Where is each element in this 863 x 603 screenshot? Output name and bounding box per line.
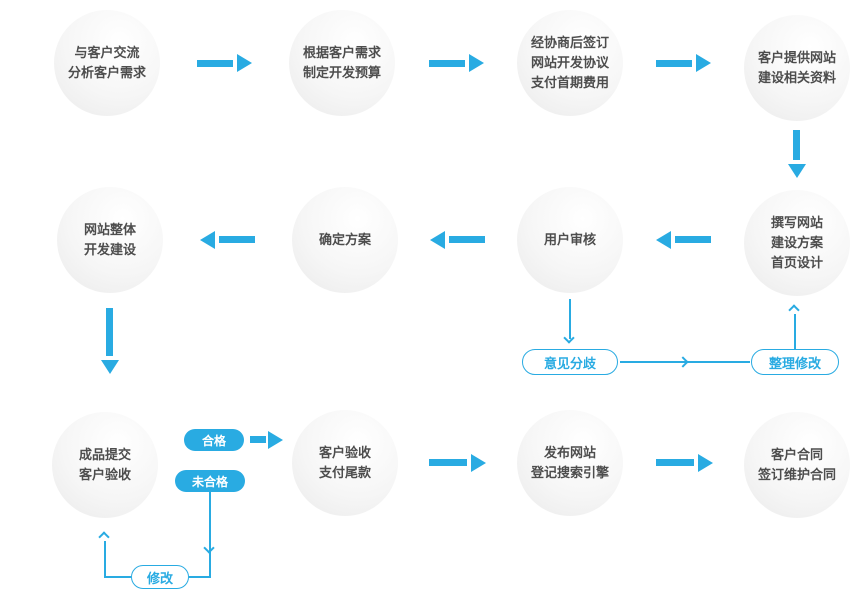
tag-label: 意见分歧 [543, 355, 596, 371]
flow-arrowhead-right [469, 54, 484, 72]
node-label: 经协商后签订 网站开发协议 支付首期费用 [531, 33, 609, 93]
flow-connector-line [104, 541, 106, 576]
tag-label: 修改 [146, 570, 173, 586]
flow-connector-line [794, 314, 796, 349]
tag-unqualified: 未合格 [175, 470, 245, 492]
node-line: 网站整体 [83, 221, 136, 237]
flow-arrow-line [656, 459, 694, 466]
node-publish-site: 发布网站 登记搜索引擎 [517, 410, 623, 516]
flow-chevron-right [677, 356, 689, 368]
flow-arrow-line [106, 308, 113, 356]
node-line: 支付首期费用 [530, 75, 609, 91]
flow-arrow-line [219, 236, 255, 243]
node-line: 根据客户需求 [302, 44, 381, 60]
tag-disagreement: 意见分歧 [522, 349, 618, 375]
node-budget: 根据客户需求 制定开发预算 [289, 10, 395, 116]
node-label: 与客户交流 分析客户需求 [68, 43, 146, 83]
flow-arrowhead-down [101, 360, 119, 374]
node-label: 客户验收 支付尾款 [319, 443, 371, 483]
node-analyze-needs: 与客户交流 分析客户需求 [54, 10, 160, 116]
flow-arrowhead-down [788, 164, 806, 178]
node-line: 撰写网站 [770, 214, 823, 230]
tag-label: 合格 [201, 433, 226, 448]
flow-arrow-line [250, 436, 266, 443]
node-line: 建设相关资料 [757, 70, 836, 85]
node-site-development: 网站整体 开发建设 [57, 187, 163, 293]
node-line: 登记搜索引擎 [530, 465, 609, 480]
node-line: 分析客户需求 [67, 65, 146, 80]
node-final-payment: 客户验收 支付尾款 [292, 410, 398, 516]
flow-arrow-line [429, 459, 467, 466]
flow-arrow-line [675, 236, 711, 243]
flow-arrowhead-left [656, 231, 671, 249]
node-label: 网站整体 开发建设 [84, 220, 136, 260]
flow-chevron-down [203, 542, 215, 554]
flow-arrowhead-right [471, 454, 486, 472]
flow-arrow-line [449, 236, 485, 243]
node-write-plan: 撰写网站 建设方案 首页设计 [744, 190, 850, 296]
node-user-review: 用户审核 [517, 187, 623, 293]
node-line: 支付尾款 [318, 465, 371, 480]
node-submit-acceptance: 成品提交 客户验收 [52, 412, 158, 518]
flow-chevron-up [98, 531, 110, 543]
node-line: 经协商后签订 [530, 34, 609, 50]
node-line: 签订维护合同 [757, 467, 836, 482]
node-line: 网站开发协议 [530, 54, 609, 70]
tag-modify: 修改 [131, 565, 189, 589]
flow-connector-line [569, 299, 571, 339]
node-label: 用户审核 [544, 230, 596, 250]
node-line: 首页设计 [770, 255, 823, 271]
node-line: 客户合同 [770, 446, 823, 462]
flow-connector-line [209, 492, 211, 578]
node-label: 客户合同 签订维护合同 [758, 445, 836, 485]
node-label: 根据客户需求 制定开发预算 [303, 43, 381, 83]
node-label: 客户提供网站 建设相关资料 [758, 48, 836, 88]
tag-revise: 整理修改 [751, 349, 839, 375]
flow-connector-line [189, 576, 210, 578]
flow-arrowhead-left [200, 231, 215, 249]
flow-arrowhead-right [696, 54, 711, 72]
node-label: 发布网站 登记搜索引擎 [531, 443, 609, 483]
node-provide-materials: 客户提供网站 建设相关资料 [744, 15, 850, 121]
flow-connector-line [104, 576, 131, 578]
node-line: 用户审核 [543, 231, 596, 247]
node-label: 成品提交 客户验收 [79, 445, 131, 485]
flow-arrowhead-left [430, 231, 445, 249]
flow-arrowhead-right [268, 431, 283, 449]
node-confirm-plan: 确定方案 [292, 187, 398, 293]
node-line: 建设方案 [770, 234, 823, 250]
flow-chevron-up [788, 304, 800, 316]
node-line: 客户验收 [78, 467, 131, 482]
tag-label: 未合格 [191, 474, 228, 489]
node-label: 确定方案 [319, 230, 371, 250]
node-line: 发布网站 [543, 444, 596, 460]
node-sign-agreement: 经协商后签订 网站开发协议 支付首期费用 [517, 10, 623, 116]
tag-label: 整理修改 [768, 355, 821, 371]
node-line: 确定方案 [318, 231, 371, 247]
flow-arrow-line [656, 60, 692, 67]
node-line: 开发建设 [83, 242, 136, 257]
flow-connector-line [620, 361, 750, 363]
node-line: 制定开发预算 [302, 65, 381, 80]
node-label: 撰写网站 建设方案 首页设计 [771, 213, 823, 273]
flow-chevron-down [563, 332, 575, 344]
node-maintenance-contract: 客户合同 签订维护合同 [744, 412, 850, 518]
flow-arrow-line [197, 60, 233, 67]
tag-qualified: 合格 [184, 429, 244, 451]
flow-arrow-line [429, 60, 465, 67]
node-line: 客户提供网站 [757, 49, 836, 65]
node-line: 与客户交流 [74, 44, 140, 60]
node-line: 客户验收 [318, 444, 371, 460]
flow-arrowhead-right [698, 454, 713, 472]
flow-arrow-line [793, 130, 800, 160]
node-line: 成品提交 [78, 446, 131, 462]
flow-arrowhead-right [237, 54, 252, 72]
